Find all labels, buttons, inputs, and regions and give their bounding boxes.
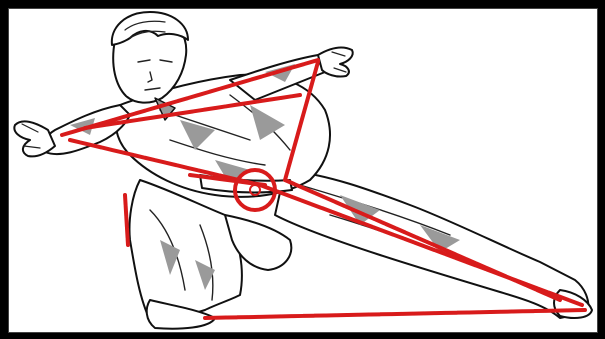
overlay-line-left-vertical [125, 195, 128, 245]
overlay-line-hip-foot-lower [285, 180, 560, 300]
figure-illustration [8, 8, 598, 333]
overlay-line-base [205, 310, 585, 318]
left-hand [14, 121, 55, 156]
right-hand [318, 48, 353, 77]
figure-drawing [14, 12, 592, 329]
left-leg [129, 180, 241, 321]
